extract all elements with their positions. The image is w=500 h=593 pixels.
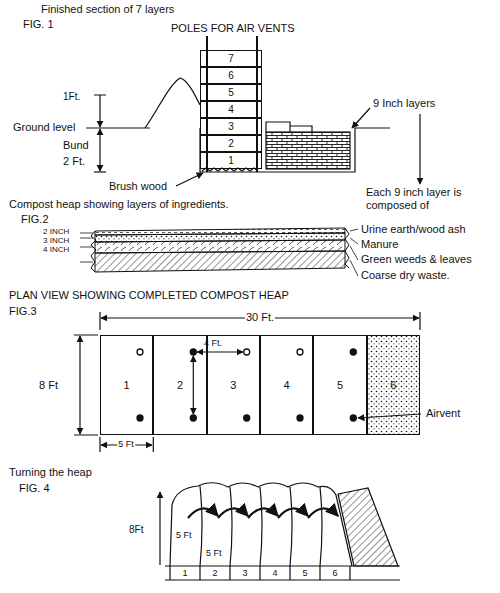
label-text: 5 Ft bbox=[117, 439, 135, 449]
layer-band: 3 bbox=[200, 118, 262, 135]
label-text: FIG.3 bbox=[8, 305, 38, 318]
heap-section: 2 bbox=[153, 335, 206, 435]
fig4-heap bbox=[160, 483, 400, 580]
label-text: Compost heap showing layers of ingredien… bbox=[8, 198, 230, 211]
label-text: 3 bbox=[241, 568, 248, 578]
label-text: 4 bbox=[271, 568, 278, 578]
label-text: 6 bbox=[331, 568, 338, 578]
heap-section: 5 bbox=[313, 335, 366, 435]
layer-band: 6 bbox=[200, 67, 262, 84]
section-number: 5 bbox=[337, 380, 343, 391]
label-text: 3 INCH bbox=[42, 236, 70, 245]
fig2-layers bbox=[80, 228, 358, 276]
label-text: Each 9 inch layer is composed of bbox=[365, 186, 492, 211]
label-text: Bund bbox=[62, 139, 90, 152]
label-text: 5 bbox=[301, 568, 308, 578]
label-text: 1Ft. bbox=[62, 91, 81, 103]
section-number: 2 bbox=[228, 139, 234, 149]
layer-band: 5 bbox=[200, 84, 262, 101]
label-text: Urine earth/wood ash bbox=[360, 223, 467, 236]
section-number: 6 bbox=[228, 71, 234, 81]
section-number: 1 bbox=[124, 380, 130, 391]
label-text: 30 Ft. bbox=[245, 311, 275, 324]
heap-section: 1 bbox=[100, 335, 153, 435]
label-text: Manure bbox=[360, 238, 399, 251]
label-text: PLAN VIEW SHOWING COMPLETED COMPOST HEAP bbox=[8, 289, 290, 302]
label-text: 5 Ft bbox=[205, 548, 223, 558]
layer-band: 4 bbox=[200, 101, 262, 118]
label-text: Turning the heap bbox=[8, 466, 93, 479]
section-number: 5 bbox=[228, 88, 234, 98]
section-number: 3 bbox=[230, 380, 236, 391]
layer-band: 1 bbox=[200, 152, 262, 169]
heap-section: 6 bbox=[367, 335, 420, 435]
label-text: Airvent bbox=[425, 407, 461, 420]
label-text: 1 bbox=[181, 568, 188, 578]
label-text: 2 Ft. bbox=[62, 155, 86, 168]
fig1-section bbox=[86, 36, 420, 186]
label-text: POLES FOR AIR VENTS bbox=[170, 22, 295, 35]
layer-band: 7 bbox=[200, 50, 262, 67]
section-number: 2 bbox=[177, 380, 183, 391]
label-text: FIG.2 bbox=[20, 213, 50, 226]
section-number: 3 bbox=[228, 122, 234, 132]
label-text: 9 Inch layers bbox=[372, 97, 436, 110]
section-number: 7 bbox=[228, 54, 234, 64]
section-number: 6 bbox=[390, 380, 396, 391]
section-number: 1 bbox=[228, 156, 234, 166]
section-number: 4 bbox=[284, 380, 290, 391]
fig3-plan bbox=[74, 312, 421, 452]
heap-section: 3 bbox=[207, 335, 260, 435]
label-text: Green weeds & leaves bbox=[360, 253, 473, 266]
label-text: 8 Ft bbox=[38, 379, 59, 392]
section-number: 4 bbox=[228, 105, 234, 115]
layer-band: 2 bbox=[200, 135, 262, 152]
label-text: Finished section of 7 layers bbox=[40, 3, 175, 16]
label-text: 2 bbox=[211, 568, 218, 578]
label-text: Coarse dry waste. bbox=[360, 269, 451, 282]
heap-section: 4 bbox=[260, 335, 313, 435]
label-text: FIG. 4 bbox=[18, 482, 51, 495]
label-text: 2 INCH bbox=[42, 227, 70, 236]
label-text: FIG. 1 bbox=[22, 18, 55, 31]
label-text: 4 INCH bbox=[42, 245, 70, 254]
label-text: 5 Ft bbox=[175, 530, 193, 540]
label-text: Brush wood bbox=[108, 180, 168, 193]
label-text: Ground level bbox=[12, 121, 76, 134]
label-text: 8Ft bbox=[128, 524, 144, 536]
